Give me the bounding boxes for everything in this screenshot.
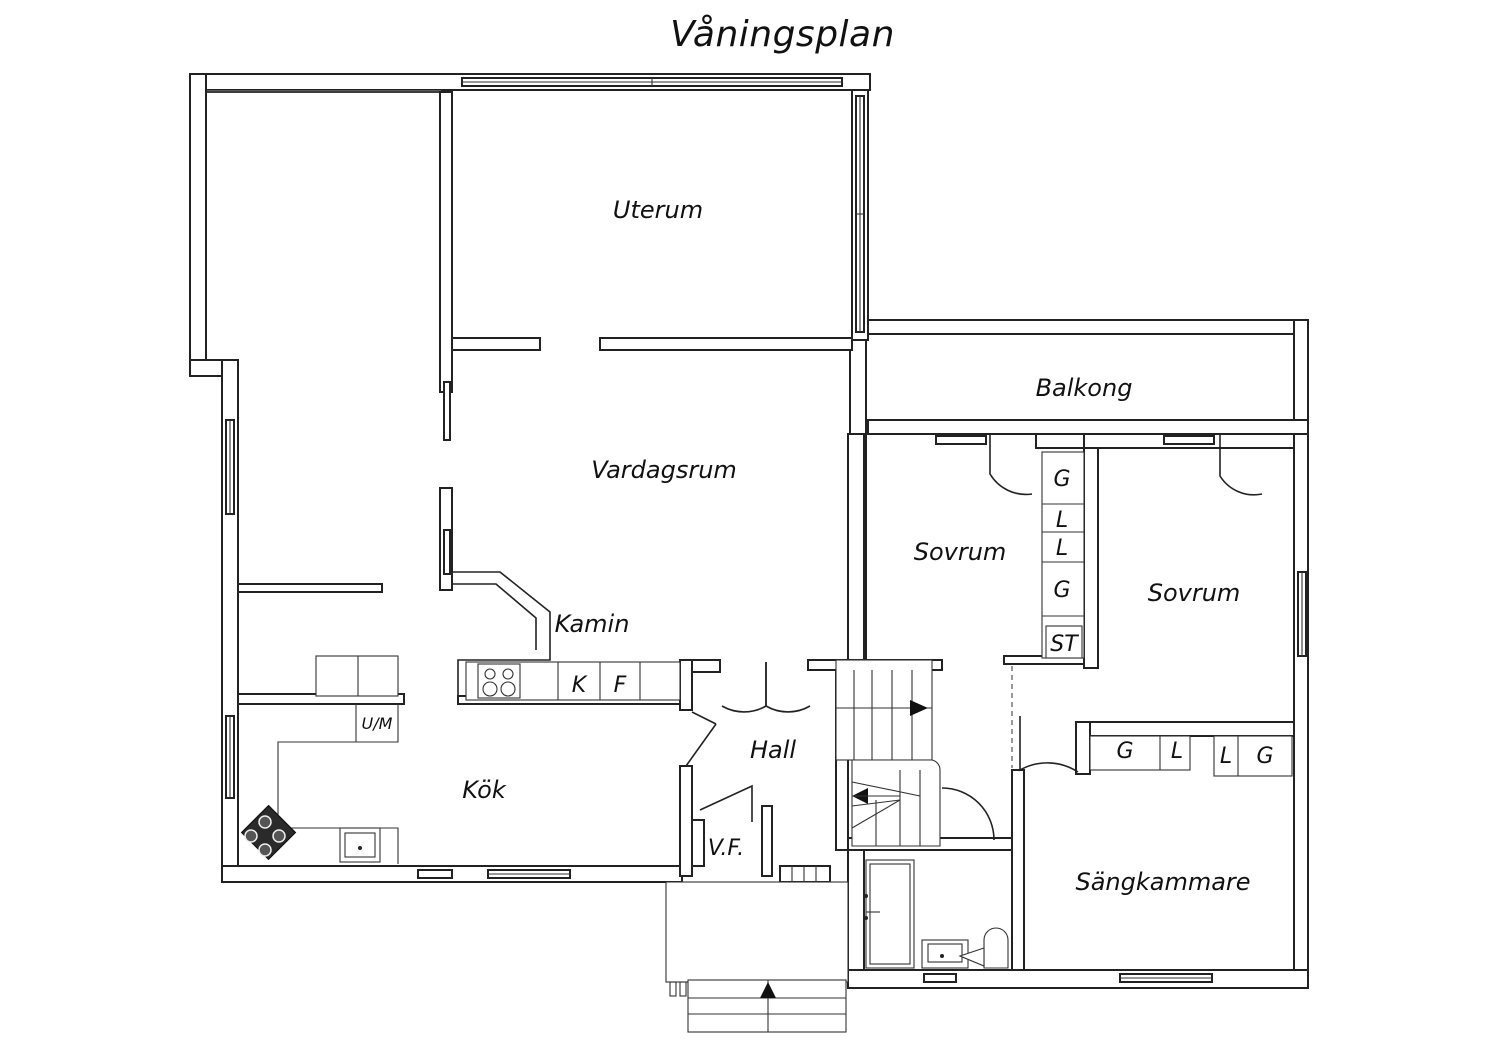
kitchen-fixtures [240, 655, 681, 864]
doors [685, 434, 1263, 935]
closet-label-bottom-l1: L [1171, 739, 1183, 764]
room-label-sovrum-left: Sovrum [914, 538, 1007, 566]
closet-label-bottom-g1: G [1116, 739, 1133, 764]
stove-icon [477, 663, 521, 699]
stove-icon [240, 804, 297, 861]
stair-arrow-icon [910, 700, 928, 716]
closet-label-bottom-l2: L [1220, 744, 1232, 769]
fixture-label-k: K [572, 673, 588, 698]
room-label-kamin: Kamin [555, 610, 630, 638]
bathtub-icon [864, 859, 915, 969]
room-labels: Uterum Vardagsrum Balkong Sovrum Sovrum … [462, 196, 1250, 896]
toilet-icon [958, 927, 1009, 969]
entrance-steps [665, 881, 849, 1033]
room-label-sovrum-right: Sovrum [1148, 579, 1241, 607]
room-label-sangkammare: Sängkammare [1075, 868, 1250, 896]
stair-arrow-icon [760, 982, 776, 998]
fixture-label-um: U/M [362, 714, 393, 733]
closet-label-g1: G [1053, 467, 1070, 492]
plan-title: Våningsplan [670, 14, 895, 55]
closet-label-l2: L [1056, 536, 1068, 561]
room-label-balkong: Balkong [1036, 374, 1133, 402]
staircase [835, 659, 941, 847]
room-label-hall: Hall [750, 736, 796, 764]
room-label-kok: Kök [462, 776, 507, 804]
closet-label-g2: G [1053, 578, 1070, 603]
fixture-label-f: F [614, 673, 627, 698]
closet-label-st: ST [1050, 632, 1079, 657]
fixture-labels: U/M K F G L L G ST G L L G [362, 467, 1274, 769]
room-label-vardagsrum: Vardagsrum [591, 456, 737, 484]
closet-label-bottom-g2: G [1256, 744, 1273, 769]
windows [225, 77, 1307, 983]
bathroom-fixtures [864, 859, 1009, 969]
room-label-vf: V.F. [708, 836, 744, 861]
room-label-uterum: Uterum [613, 196, 703, 224]
closet-label-l1: L [1056, 508, 1068, 533]
sink-icon [339, 827, 381, 863]
closets [1041, 451, 1293, 777]
